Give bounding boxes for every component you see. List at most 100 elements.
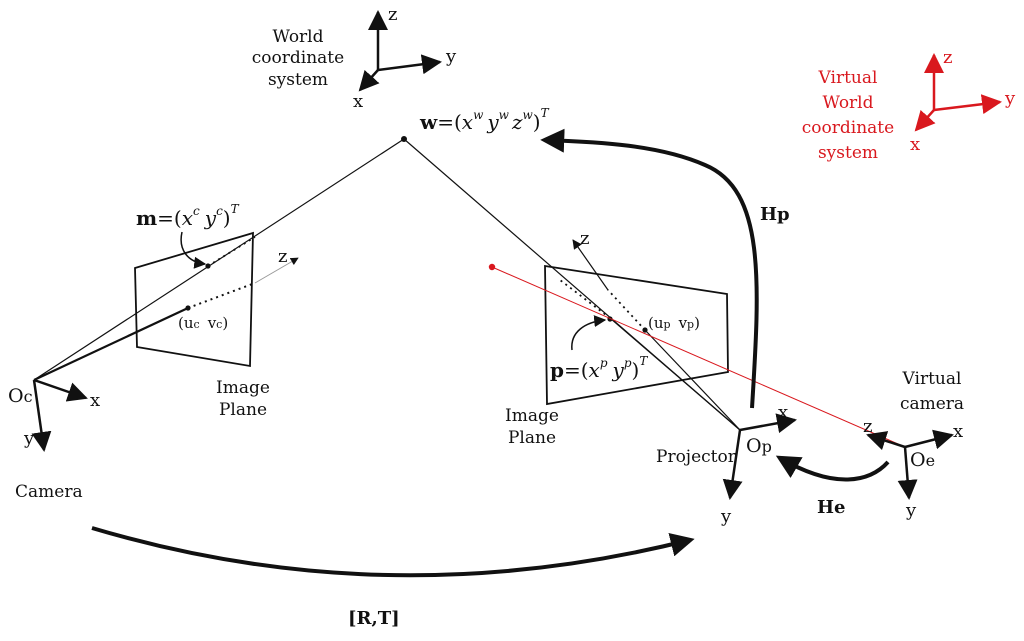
world-point-eq: =( — [437, 110, 462, 134]
world-point-bold: w — [419, 110, 438, 134]
camera-origin-sub: c — [24, 387, 33, 406]
world-point-z: z — [511, 110, 523, 134]
camera-point-close: ) — [223, 206, 231, 230]
virtual-camera-origin: O — [910, 449, 926, 471]
camera-point-bold: m — [136, 206, 157, 230]
projector-point-bold: p — [550, 358, 564, 382]
projector-label: Projector — [656, 447, 737, 467]
projector-ray-dotted — [559, 279, 611, 319]
virtual-camera-axes — [866, 429, 954, 500]
camera-point-pointer — [180, 231, 207, 269]
virtual-world-y-axis — [933, 94, 1002, 115]
virtual-world-title-line-4: system — [818, 143, 878, 163]
projector-point-close: ) — [632, 358, 640, 382]
world-title-line-3: system — [268, 70, 328, 90]
world-point-close: ) — [533, 110, 541, 134]
projector-point-eq: =( — [564, 358, 589, 382]
projector-origin-sub: p — [762, 437, 772, 456]
hp-arrow — [540, 128, 759, 409]
camera-point-y: y — [204, 206, 217, 230]
projector-x-label: x — [778, 402, 788, 423]
camera-image-plane — [134, 231, 254, 368]
projector-point-y-sup: p — [624, 356, 632, 370]
projector-axes — [722, 413, 797, 500]
camera-z-label: z — [278, 246, 287, 267]
projector-principal-point — [642, 327, 648, 333]
projector-principal-close: ) — [694, 314, 700, 332]
virtual-camera-x-axis — [904, 429, 954, 450]
virtual-camera-x-label: x — [953, 421, 963, 442]
projector-y-axis — [722, 429, 743, 500]
virtual-camera-title-line-2: camera — [900, 394, 964, 414]
projector-point-x: x — [589, 358, 600, 382]
virtual-camera-z-axis — [866, 431, 906, 451]
camera-axes — [31, 378, 88, 452]
world-y-axis — [377, 54, 442, 75]
projector-z-label: z — [580, 228, 589, 249]
camera-principal-v-sub: c — [216, 318, 222, 331]
virtual-world-title-line-2: World — [823, 93, 874, 113]
camera-optical-axis — [33, 307, 189, 381]
projector-origin: O — [746, 435, 762, 457]
camera-origin: O — [8, 385, 24, 407]
he-label: He — [817, 497, 845, 518]
virtual-ray-point — [488, 263, 496, 271]
projector-y-label: y — [720, 506, 732, 527]
camera-point-x-sup: c — [193, 204, 200, 218]
projector-point-x-sup: p — [600, 356, 608, 370]
world-y-label: y — [445, 46, 457, 67]
camera-point-x: x — [182, 206, 193, 230]
camera-y-label: y — [23, 428, 35, 449]
projector-principal-ray — [644, 329, 741, 431]
virtual-world-y-label: y — [1004, 88, 1016, 109]
camera-origin-label: Oc — [8, 385, 33, 407]
projector-z-axis — [572, 239, 609, 291]
projector-point-ray — [609, 317, 741, 431]
he-arrow — [775, 455, 890, 482]
camera-y-axis — [31, 379, 52, 452]
world-point-y: y — [486, 110, 499, 134]
projector-point-transpose: T — [639, 354, 648, 368]
camera-principal-close: ) — [222, 314, 228, 332]
virtual-world-x-axis — [914, 109, 936, 132]
world-z-label: z — [388, 4, 397, 25]
camera-z-axis — [254, 257, 299, 284]
world-title-line-1: World — [273, 27, 324, 47]
camera-principal-v: v — [207, 314, 217, 332]
projector-plane-line-1: Image — [505, 406, 559, 426]
virtual-camera-z-label: z — [863, 416, 872, 437]
camera-point-eq: =( — [157, 206, 182, 230]
virtual-camera-ray — [491, 266, 906, 448]
projector-principal-u-sub: p — [664, 318, 671, 331]
virtual-camera-y-axis — [897, 446, 918, 500]
world-title-line-2: coordinate — [252, 48, 344, 68]
virtual-camera-origin-sub: e — [926, 451, 935, 470]
projector-plane-line-2: Plane — [508, 428, 556, 448]
world-axes — [358, 10, 442, 92]
virtual-camera-y-label: y — [905, 500, 917, 521]
projector-principal-v: v — [678, 314, 688, 332]
camera-point-transpose: T — [231, 202, 240, 216]
world-point-x: x — [462, 110, 473, 134]
rt-arrow — [91, 526, 695, 578]
hp-label: Hp — [760, 204, 790, 225]
projector-point-y: y — [612, 358, 625, 382]
projector-image-plane — [544, 264, 729, 406]
camera-plane-line-2: Plane — [219, 400, 267, 420]
camera-x-axis — [33, 378, 88, 402]
camera-label: Camera — [15, 482, 83, 502]
virtual-world-title-line-1: Virtual — [818, 68, 878, 88]
virtual-world-z-label: z — [943, 47, 952, 68]
camera-optical-axis-dotted — [187, 282, 256, 309]
world-point-y-sup: w — [499, 108, 510, 122]
world-point-transpose: T — [541, 106, 550, 120]
projector-optical-axis-dotted — [607, 289, 646, 331]
world-x-label: x — [353, 91, 363, 112]
rt-label: [R,T] — [348, 608, 400, 629]
